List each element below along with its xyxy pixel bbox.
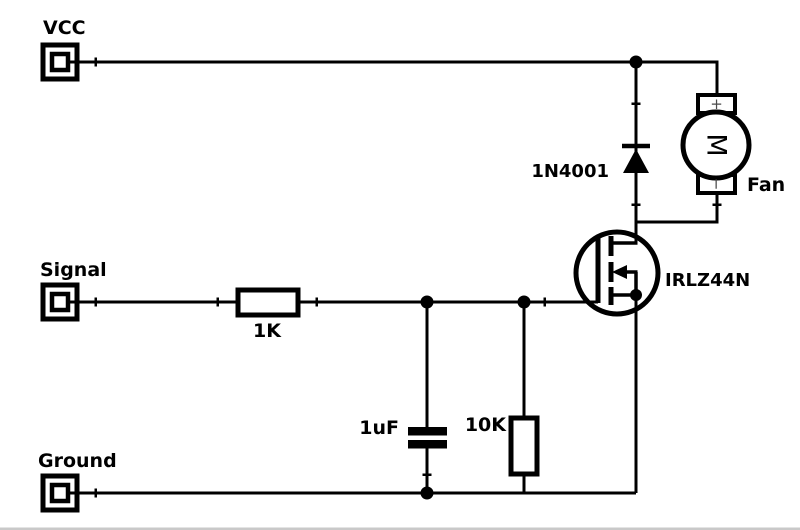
mosfet-body-arrow xyxy=(612,265,627,279)
terminal-inner-square xyxy=(49,291,71,313)
motor-circle xyxy=(680,109,752,181)
pin-nib xyxy=(631,102,641,105)
pin-nib xyxy=(216,297,219,307)
mosfet-source-dot xyxy=(630,289,642,301)
terminal-outer-square xyxy=(40,282,80,322)
resistor-r2: 10K xyxy=(465,414,540,477)
terminal-signal: Signal xyxy=(40,259,107,322)
resistor-r1: 1K xyxy=(235,287,301,342)
capacitor-c1: 1uF xyxy=(359,417,447,449)
diode-triangle xyxy=(623,149,649,173)
junction-dot xyxy=(629,55,643,69)
junction-dots xyxy=(420,55,643,500)
pin-nib xyxy=(712,203,722,206)
resistor-body xyxy=(235,287,301,318)
c1-label: 1uF xyxy=(359,417,399,439)
mosfet-q1: IRLZ44N xyxy=(573,229,750,317)
resistor-body xyxy=(508,415,540,477)
motor-plus-mark: + xyxy=(710,95,723,113)
pin-nib xyxy=(315,297,318,307)
capacitor-plate-bottom xyxy=(408,440,447,449)
q1-label: IRLZ44N xyxy=(665,270,750,291)
diode-d1: 1N4001 xyxy=(531,143,650,182)
mosfet-circle xyxy=(573,229,661,317)
pin-nibs xyxy=(94,57,722,498)
terminal-inner-square xyxy=(49,482,71,504)
ground-label: Ground xyxy=(38,450,117,472)
signal-label: Signal xyxy=(40,259,107,281)
terminal-inner-square xyxy=(49,51,71,73)
pin-nib xyxy=(94,297,97,307)
terminal-vcc: VCC xyxy=(40,17,86,82)
window-bottom-edge xyxy=(0,527,800,530)
junction-dot xyxy=(517,295,531,309)
r2-label: 10K xyxy=(465,414,507,436)
pin-nib xyxy=(94,57,97,67)
terminal-ground: Ground xyxy=(38,450,117,513)
pin-nib xyxy=(422,473,432,476)
motor-minus-mark: − xyxy=(708,178,726,191)
terminal-outer-square xyxy=(40,42,80,82)
wire-motor-bottom xyxy=(636,192,719,224)
pin-nib xyxy=(631,203,641,206)
junction-dot xyxy=(420,486,434,500)
motor-m1: + M − Fan xyxy=(680,93,785,196)
pin-nib xyxy=(94,488,97,498)
motor-m-symbol: M xyxy=(701,133,732,156)
vcc-label: VCC xyxy=(43,17,86,39)
wire-vcc-rail xyxy=(68,60,719,96)
junction-dot xyxy=(420,295,434,309)
pin-nib xyxy=(543,297,546,307)
capacitor-plate-top xyxy=(408,427,447,436)
d1-label: 1N4001 xyxy=(531,161,609,182)
fan-label: Fan xyxy=(747,174,785,196)
r1-label: 1K xyxy=(253,320,282,342)
terminal-outer-square xyxy=(40,473,80,513)
